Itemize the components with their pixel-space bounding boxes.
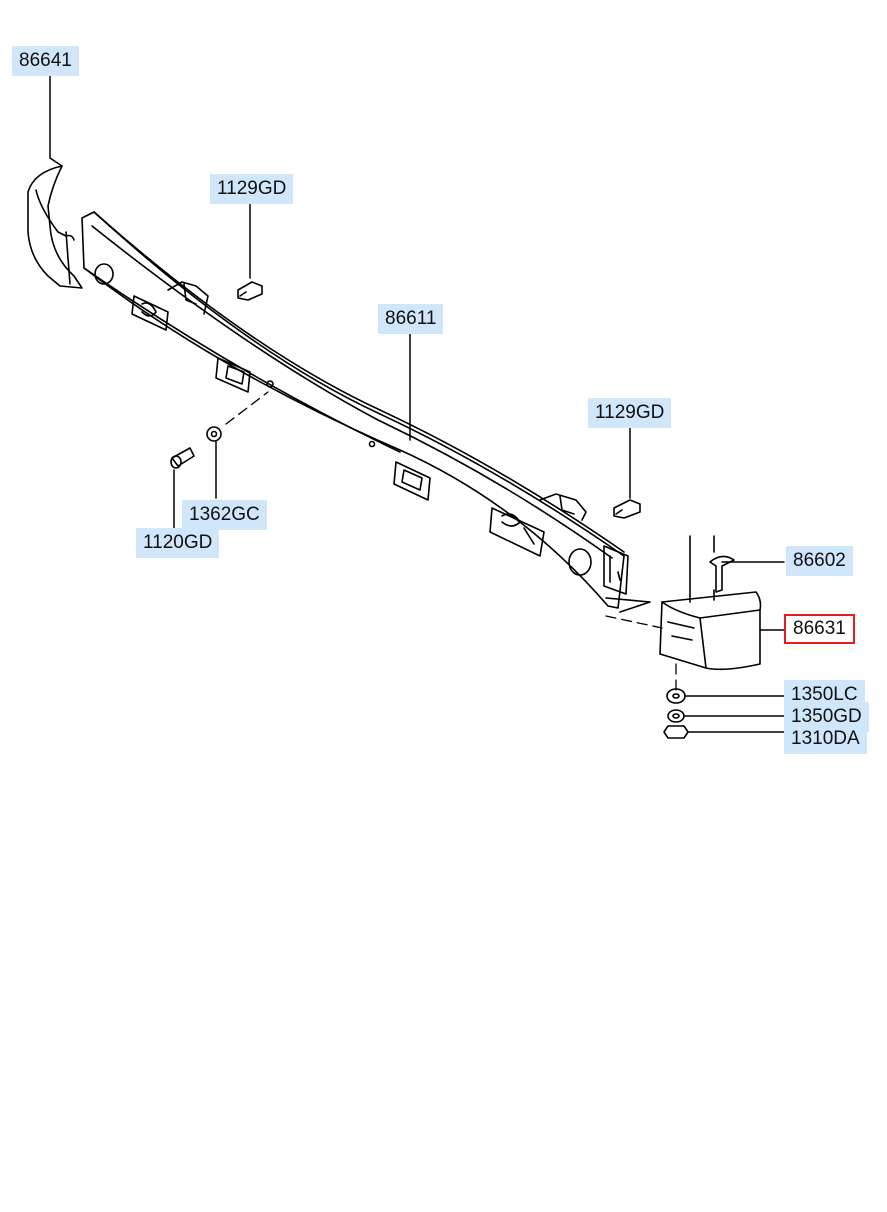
bolt-upper-left-drawing [237,281,263,301]
right-end-cap-drawing [659,535,762,671]
part-label-86631[interactable]: 86631 [784,614,855,644]
washer-drawing [206,426,222,442]
part-label-86641[interactable]: 86641 [12,46,79,76]
part-label-1310da[interactable]: 1310DA [784,724,867,754]
part-label-1362gc[interactable]: 1362GC [182,500,267,530]
part-label-1120gd[interactable]: 1120GD [136,528,220,558]
bolt-upper-right-drawing [613,499,641,519]
nut-stack-drawing [663,688,689,739]
bumper-beam-drawing [81,211,651,613]
part-label-1129gd-upper[interactable]: 1129GD [210,174,294,204]
part-label-86602[interactable]: 86602 [786,546,853,576]
assembly-lines [225,391,677,691]
part-label-1129gd-right[interactable]: 1129GD [588,398,672,428]
leader-lines [49,75,785,733]
left-end-cap-drawing [27,165,83,289]
part-label-86611[interactable]: 86611 [378,304,444,334]
bolt-lower-left-drawing [170,447,195,469]
